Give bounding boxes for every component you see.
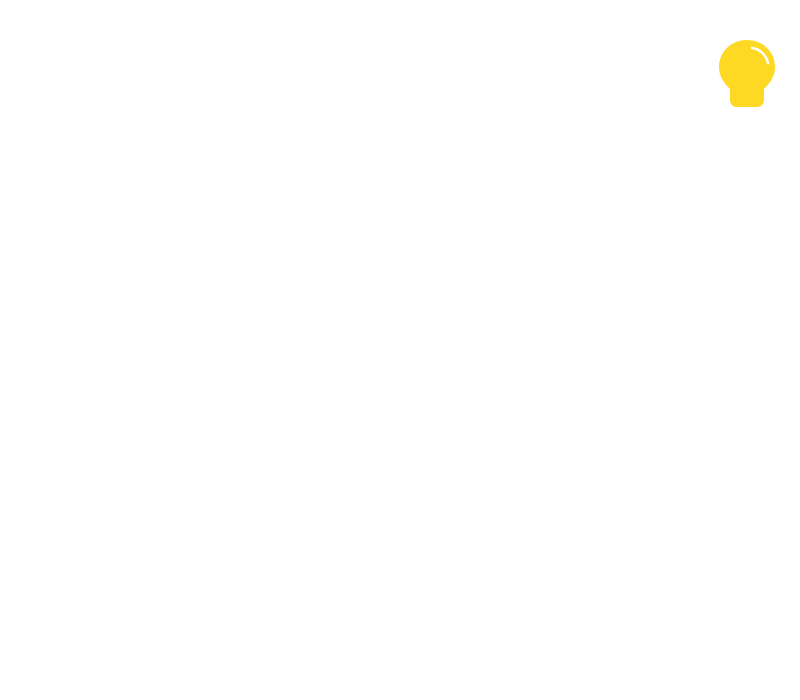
lightbulb-toggle-button[interactable] — [712, 34, 782, 114]
lightbulb-icon — [719, 40, 775, 107]
